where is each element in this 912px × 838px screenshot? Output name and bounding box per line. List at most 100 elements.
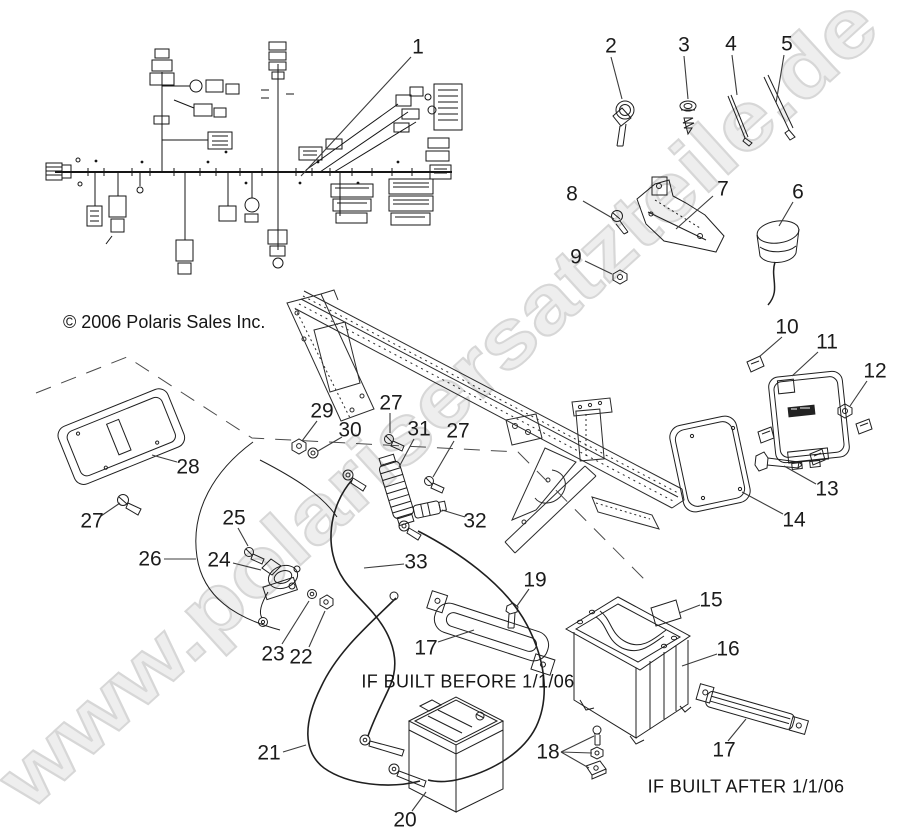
part-18-fastener-set — [585, 725, 607, 780]
part-16-battery-box — [565, 596, 692, 745]
leader-line-27 — [432, 440, 455, 478]
dashed-alignment-lines — [35, 356, 649, 584]
leader-line-14 — [741, 491, 784, 515]
callout-22: 22 — [289, 645, 313, 669]
leader-line-30 — [317, 436, 343, 452]
callout-26: 26 — [138, 547, 162, 571]
leader-line-28 — [151, 454, 178, 463]
part-25-screw — [244, 547, 265, 565]
leader-line-8 — [582, 200, 615, 220]
callout-1: 1 — [412, 35, 424, 59]
part-6-cap — [756, 220, 800, 306]
part-33-cable — [330, 469, 545, 783]
callout-19: 19 — [523, 568, 547, 592]
callout-23: 23 — [261, 642, 285, 666]
leader-line-18 — [560, 751, 590, 769]
callout-17: 17 — [712, 738, 736, 762]
leader-line-9 — [584, 260, 613, 275]
note-built-after: IF BUILT AFTER 1/1/06 — [647, 776, 845, 797]
part-20-battery — [407, 696, 505, 813]
part-2-push-clip — [612, 100, 635, 147]
part-32-connector — [412, 500, 448, 519]
leader-line-2 — [610, 56, 623, 100]
note-built-before: IF BUILT BEFORE 1/1/06 — [361, 671, 575, 692]
leader-line-18 — [560, 735, 595, 753]
callout-4: 4 — [725, 32, 737, 56]
callout-21: 21 — [257, 741, 281, 765]
callout-5: 5 — [781, 32, 793, 56]
callout-13: 13 — [815, 477, 839, 501]
leader-line-5 — [775, 54, 785, 104]
callout-33: 33 — [404, 550, 428, 574]
callout-leader-lines — [100, 54, 868, 812]
callout-10: 10 — [775, 315, 799, 339]
part-3-tree-clip — [679, 100, 697, 136]
leader-line-17 — [437, 629, 475, 643]
leader-line-19 — [516, 588, 530, 607]
callout-3: 3 — [678, 33, 690, 57]
leader-line-6 — [778, 201, 794, 227]
callout-8: 8 — [566, 182, 578, 206]
leader-line-24 — [232, 562, 262, 571]
leader-line-7 — [675, 195, 714, 230]
leader-line-23 — [281, 600, 310, 645]
leader-line-13 — [783, 465, 817, 485]
part-21-battery-cable — [307, 591, 427, 788]
callout-12: 12 — [863, 359, 887, 383]
watermark: www.polarisersatzteile.de — [0, 0, 896, 827]
part-31-boot — [378, 453, 415, 527]
callout-32: 32 — [463, 509, 487, 533]
leader-line-18 — [560, 751, 593, 754]
callout-28: 28 — [176, 455, 200, 479]
callout-27: 27 — [446, 419, 470, 443]
part-8-screw — [611, 210, 629, 235]
leader-line-25 — [237, 527, 249, 547]
callout-24: 24 — [207, 548, 231, 572]
callout-25: 25 — [222, 506, 246, 530]
leader-line-11 — [791, 351, 819, 377]
leader-line-12 — [849, 380, 868, 407]
leader-line-4 — [731, 54, 738, 96]
callout-27: 27 — [80, 509, 104, 533]
copyright-text: © 2006 Polaris Sales Inc. — [63, 312, 266, 332]
part-28-bracket-tray — [57, 388, 186, 485]
part-12-nut — [837, 403, 853, 419]
leader-line-33 — [363, 563, 405, 569]
leader-line-15 — [678, 604, 701, 614]
leader-line-1 — [300, 56, 412, 177]
part-27-screw-left — [117, 494, 142, 516]
callout-29: 29 — [310, 399, 334, 423]
callout-17: 17 — [414, 636, 438, 660]
chassis-frame-drawing — [286, 289, 685, 554]
callout-2: 2 — [605, 34, 617, 58]
callout-30: 30 — [338, 418, 362, 442]
leader-line-32 — [441, 509, 466, 518]
callout-18: 18 — [536, 740, 560, 764]
part-4-cable-tie — [727, 94, 753, 147]
wiring-harness-drawing — [45, 41, 463, 275]
part-7-bracket — [636, 176, 725, 253]
leader-line-21 — [282, 744, 307, 753]
leader-line-20 — [411, 791, 427, 812]
leader-line-17 — [727, 718, 747, 742]
part-22-nut — [319, 594, 334, 610]
part-24-solenoid — [258, 558, 301, 627]
parts-drawings — [57, 74, 873, 813]
part-9-nut — [612, 269, 628, 285]
part-26-cable-loom-curve — [195, 441, 338, 631]
part-27-screw-right — [424, 476, 445, 494]
leader-line-10 — [758, 336, 783, 358]
callout-27: 27 — [379, 391, 403, 415]
part-29-nut — [291, 438, 307, 455]
part-27-screw-mid — [384, 434, 405, 452]
watermark-text: www.polarisersatzteile.de — [0, 0, 896, 827]
callout-31: 31 — [407, 417, 431, 441]
leader-line-16 — [681, 653, 718, 667]
part-23-washer — [307, 589, 317, 599]
part-5-cable-tie — [763, 74, 796, 141]
leader-line-22 — [308, 610, 326, 648]
part-17-battery-strap-after — [695, 683, 810, 736]
part-30-nut — [307, 447, 319, 459]
callout-16: 16 — [716, 637, 740, 661]
